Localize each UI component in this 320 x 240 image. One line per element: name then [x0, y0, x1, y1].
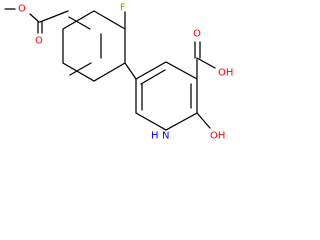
bond-ring-oh: [196, 112, 211, 129]
bond-ester-to-ring: [39, 10, 69, 23]
benzene-inner-bond-3: [68, 16, 91, 30]
atom-acid-hydroxyl: OH: [218, 68, 233, 79]
benzene-inner-bond-2: [69, 62, 92, 76]
atom-ring-hydroxyl: OH: [210, 131, 225, 142]
pyridone-ring: [135, 61, 198, 131]
bond-o-ester-carbon: [29, 13, 40, 23]
atom-ring-nitrogen: N: [162, 131, 169, 142]
atom-methyl-oxygen: O: [18, 4, 26, 15]
atom-acid-carbonyl-oxygen: O: [193, 29, 201, 40]
molecule-structure: O O F O OH H N OH: [4, 3, 233, 142]
bond-acid-oh: [196, 57, 216, 69]
bond-biaryl: [124, 62, 137, 80]
atom-fluorine: F: [120, 3, 126, 14]
pyridone-inner-bond-1: [140, 69, 166, 85]
atom-ester-carbonyl-oxygen: O: [35, 36, 43, 47]
atom-ring-nitrogen-hydrogen: H: [151, 131, 159, 142]
benzene-ring: [62, 10, 126, 82]
